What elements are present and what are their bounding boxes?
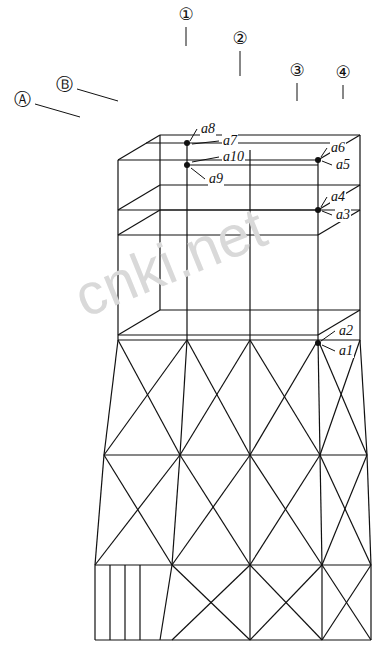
- axis-mark: ③: [290, 62, 305, 79]
- frame-member: [146, 142, 346, 143]
- frame-member: [318, 340, 320, 455]
- frame-member: [250, 565, 322, 640]
- frame-member: [360, 340, 367, 455]
- callout-label: a2: [338, 324, 354, 338]
- frame-member: [94, 565, 95, 640]
- frame-member: [109, 565, 110, 640]
- callout-label: a10: [222, 150, 245, 164]
- frame-member: [118, 185, 160, 210]
- frame-member: [172, 565, 250, 640]
- frame-member: [320, 340, 360, 455]
- frame-member: [160, 184, 360, 185]
- frame-member: [250, 340, 320, 455]
- frame-member: [370, 565, 371, 640]
- axis-tick: [297, 83, 298, 101]
- callout-label: a1: [338, 344, 354, 358]
- frame-member: [322, 565, 371, 640]
- frame-member: [250, 455, 320, 565]
- leader-line: [190, 129, 197, 141]
- frame-member: [250, 455, 322, 565]
- frame-member: [118, 334, 318, 335]
- axis-tick: [240, 51, 241, 76]
- frame-member: [249, 340, 250, 455]
- frame-member: [118, 159, 318, 160]
- frame-member: [160, 565, 172, 640]
- frame-member: [104, 340, 187, 455]
- frame-member: [187, 340, 250, 455]
- leader-line: [322, 211, 332, 215]
- frame-member: [172, 455, 250, 565]
- frame-member: [249, 565, 250, 640]
- frame-member: [320, 455, 322, 565]
- frame-member: [160, 209, 360, 210]
- frame-member: [318, 185, 360, 210]
- frame-member: [250, 340, 318, 455]
- leader-line: [191, 168, 205, 179]
- frame-member: [118, 310, 160, 335]
- frame-member: [318, 340, 367, 455]
- callout-label: a8: [200, 122, 216, 136]
- axis-mark: ②: [233, 30, 248, 47]
- joint-dot: [315, 340, 321, 346]
- leader-lines: [35, 27, 343, 351]
- axis-mark: ④: [336, 64, 351, 81]
- frame-member: [317, 160, 318, 343]
- frame-member: [172, 455, 180, 565]
- callout-label: a5: [335, 158, 351, 172]
- frame-member: [367, 455, 371, 565]
- frame-member: [249, 455, 250, 565]
- leader-line: [322, 345, 335, 351]
- frame-member: [172, 565, 250, 640]
- frame-member: [118, 340, 180, 455]
- joint-dot: [315, 207, 321, 213]
- frame-member: [95, 564, 371, 565]
- frame-member: [180, 340, 250, 455]
- watermark: cnki.net: [66, 198, 273, 327]
- frame-member: [95, 455, 104, 565]
- joint-dot: [184, 140, 190, 146]
- leader-line: [322, 161, 332, 165]
- frame-member: [118, 135, 160, 160]
- frame-member: [320, 455, 371, 565]
- callout-label: a4: [330, 190, 346, 204]
- axis-tick: [35, 104, 80, 117]
- frame-member: [95, 455, 180, 565]
- leader-line: [192, 157, 219, 162]
- frame-member: [321, 565, 322, 640]
- axis-tick: [186, 27, 187, 46]
- frame-member: [139, 565, 140, 640]
- leader-line: [321, 331, 335, 341]
- axis-mark: Ⓑ: [56, 76, 73, 93]
- callout-label: a9: [208, 172, 224, 186]
- frame-member: [180, 455, 250, 565]
- frame-member: [322, 565, 371, 640]
- frame-member: [318, 135, 360, 160]
- frame-member: [250, 565, 322, 640]
- callout-label: a7: [222, 134, 238, 148]
- leader-line: [321, 148, 327, 157]
- frame-member: [187, 164, 318, 165]
- joint-dot: [184, 162, 190, 168]
- axis-tick: [77, 89, 118, 101]
- callout-label: a3: [335, 208, 351, 222]
- axis-tick: [343, 85, 344, 99]
- joint-dot: [315, 157, 321, 163]
- frame-member: [322, 455, 367, 565]
- frame-member: [160, 134, 360, 135]
- frame-member: [359, 135, 360, 340]
- leader-line: [321, 197, 327, 207]
- frame-member: [104, 454, 367, 455]
- axis-mark: Ⓐ: [14, 91, 31, 108]
- leader-line: [192, 141, 219, 144]
- callout-label: a6: [330, 141, 346, 155]
- axis-mark: ①: [179, 6, 194, 23]
- frame-member: [180, 340, 187, 455]
- frame-member: [118, 210, 160, 235]
- frame-member: [160, 309, 360, 310]
- frame-member: [95, 639, 371, 640]
- frame-member: [124, 565, 125, 640]
